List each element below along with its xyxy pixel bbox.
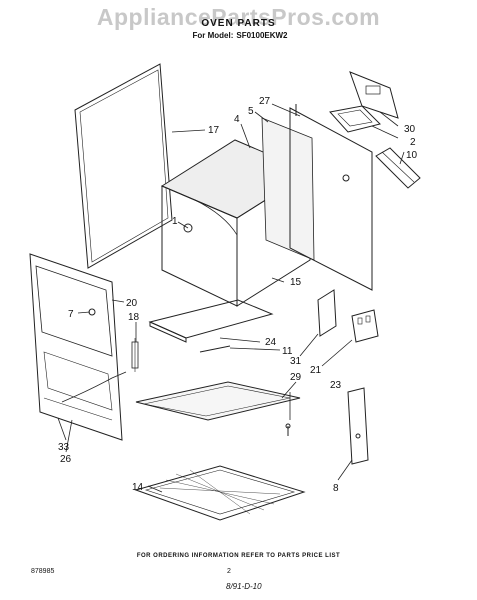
page-number: 2 (227, 568, 231, 575)
bottom-retainer (199, 345, 231, 353)
callout-1: 1 (172, 216, 178, 227)
doc-number: 878985 (31, 568, 55, 575)
callout-10: 10 (406, 150, 418, 161)
leader-lines (57, 103, 405, 493)
screw (285, 423, 291, 436)
vent-cover-30 (349, 71, 399, 119)
vent-gasket-2 (329, 105, 381, 133)
terminal-bracket (317, 289, 337, 337)
insulation-blanket (74, 63, 173, 269)
callout-26: 26 (60, 454, 72, 465)
callout-17: 17 (208, 125, 220, 136)
callout-18: 18 (128, 312, 140, 323)
model-line: For Model:SF0100EKW2 (0, 31, 477, 40)
door-hinge (131, 338, 139, 372)
callout-24: 24 (265, 337, 277, 348)
callout-8: 8 (333, 483, 339, 494)
model-label: For Model: (192, 31, 234, 40)
terminal-block (351, 309, 379, 343)
callout-27: 27 (259, 96, 271, 107)
side-rail (347, 387, 369, 465)
callout-5: 5 (248, 106, 254, 117)
liner-shield (261, 117, 315, 261)
broiler-pan (134, 465, 306, 521)
oven-door (29, 253, 123, 441)
callout-21: 21 (310, 365, 322, 376)
door-gasket-cord (61, 371, 127, 403)
watermark: AppliancePartsPros.com (96, 4, 381, 30)
callout-7: 7 (68, 309, 74, 320)
page-title: OVEN PARTS (201, 18, 276, 29)
callout-29: 29 (290, 372, 302, 383)
callout-14: 14 (132, 482, 144, 493)
callout-4: 4 (234, 114, 240, 125)
callout-33: 33 (58, 442, 70, 453)
oven-bottom-panel (148, 299, 274, 343)
callout-20: 20 (126, 298, 138, 309)
ordering-note: FOR ORDERING INFORMATION REFER TO PARTS … (136, 553, 341, 559)
oven-rack-29 (135, 381, 301, 421)
callout-11: 11 (282, 346, 293, 357)
callout-31: 31 (290, 356, 302, 367)
vent-duct-10 (375, 147, 421, 189)
callout-23: 23 (330, 380, 342, 391)
date-code: 8/91-D-10 (226, 582, 262, 591)
callout-15: 15 (290, 277, 302, 288)
model-number: SF0100EKW2 (236, 31, 288, 40)
callout-30: 30 (404, 124, 416, 135)
callout-2: 2 (410, 137, 416, 148)
